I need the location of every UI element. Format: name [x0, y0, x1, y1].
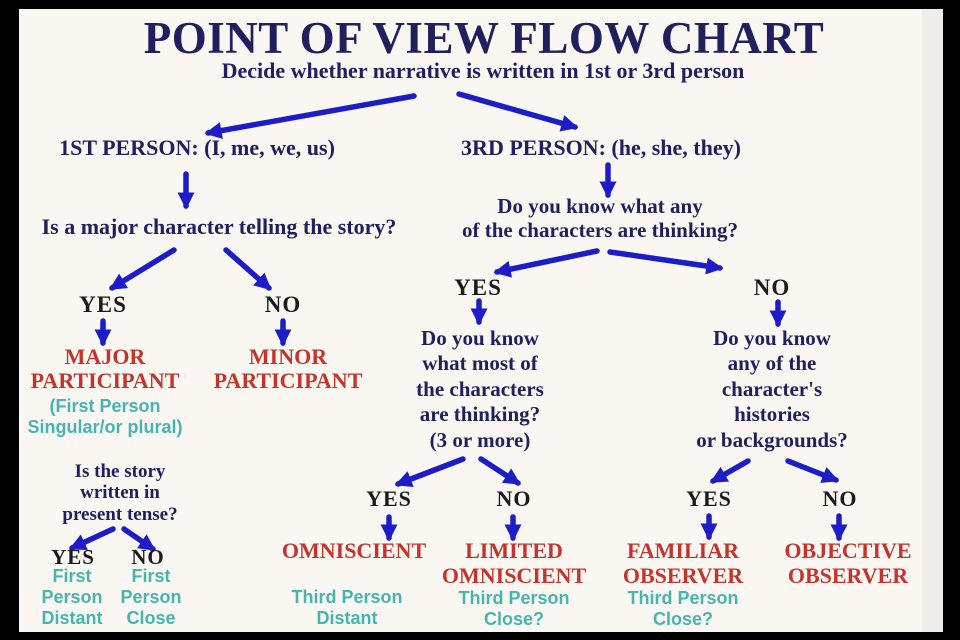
- label-yes-histories: YES: [686, 486, 732, 511]
- arrow-major-q-to-yes: [109, 247, 177, 291]
- result-familiar-observer: FAMILIAR OBSERVER: [622, 538, 744, 588]
- question-any-thinking: Do you know what any of the characters a…: [461, 194, 739, 242]
- arrow-major-q-to-no: [223, 247, 272, 291]
- letterbox-left: [0, 0, 19, 640]
- label-no-major: NO: [264, 292, 302, 317]
- arrow-subtitle-to-1st-person: [204, 93, 417, 139]
- question-present-tense: Is the story written in present tense?: [62, 461, 178, 525]
- question-most-thinking: Do you know what most of the characters …: [416, 326, 544, 452]
- node-3rd-person: 3RD PERSON: (he, she, they): [461, 135, 741, 160]
- letterbox-top: [0, 0, 960, 9]
- label-no-tense: NO: [131, 545, 165, 569]
- question-histories: Do you know any of the character's histo…: [696, 326, 848, 452]
- label-no-any: NO: [753, 275, 791, 300]
- label-no-histories: NO: [822, 486, 858, 511]
- subtype-first-person-distant: First Person Distant: [41, 566, 103, 629]
- label-no-most: NO: [496, 486, 532, 511]
- label-yes-any: YES: [454, 275, 502, 300]
- subtype-first-person-singular: (First Person Singular/or plural): [27, 396, 183, 437]
- arrow-any-q-to-yes: [493, 248, 600, 278]
- arrow-any-q-to-no: [607, 249, 724, 275]
- node-1st-person: 1ST PERSON: (I, me, we, us): [59, 135, 335, 160]
- letterbox-right: [943, 0, 960, 640]
- result-major-participant: MAJOR PARTICIPANT: [30, 344, 180, 394]
- subtype-third-person-distant: Third Person Distant: [291, 587, 403, 629]
- letterbox-bottom: [0, 632, 960, 640]
- result-limited-omniscient: LIMITED OMNISCIENT: [441, 538, 587, 588]
- subtype-third-person-close-familiar: Third Person Close?: [627, 588, 739, 630]
- right-edge-strip: [922, 9, 943, 632]
- subtype-first-person-close: First Person Close: [120, 566, 182, 629]
- arrow-most-q-to-no: [478, 456, 521, 486]
- question-major-character: Is a major character telling the story?: [41, 214, 397, 239]
- arrow-subtitle-to-3rd-person: [456, 91, 579, 132]
- arrow-hist-q-to-yes: [710, 458, 751, 484]
- label-yes-major: YES: [79, 292, 127, 317]
- result-minor-participant: MINOR PARTICIPANT: [213, 344, 363, 394]
- label-yes-most: YES: [366, 486, 412, 511]
- arrow-hist-q-to-no: [785, 458, 840, 483]
- page-title: POINT OF VIEW FLOW CHART: [143, 13, 825, 63]
- label-yes-tense: YES: [51, 545, 95, 569]
- arrow-most-q-to-yes: [394, 456, 466, 488]
- subtype-third-person-close-limited: Third Person Close?: [458, 588, 570, 630]
- page-subtitle: Decide whether narrative is written in 1…: [221, 58, 745, 83]
- result-omniscient: OMNISCIENT: [281, 538, 427, 563]
- result-objective-observer: OBJECTIVE OBSERVER: [784, 538, 912, 588]
